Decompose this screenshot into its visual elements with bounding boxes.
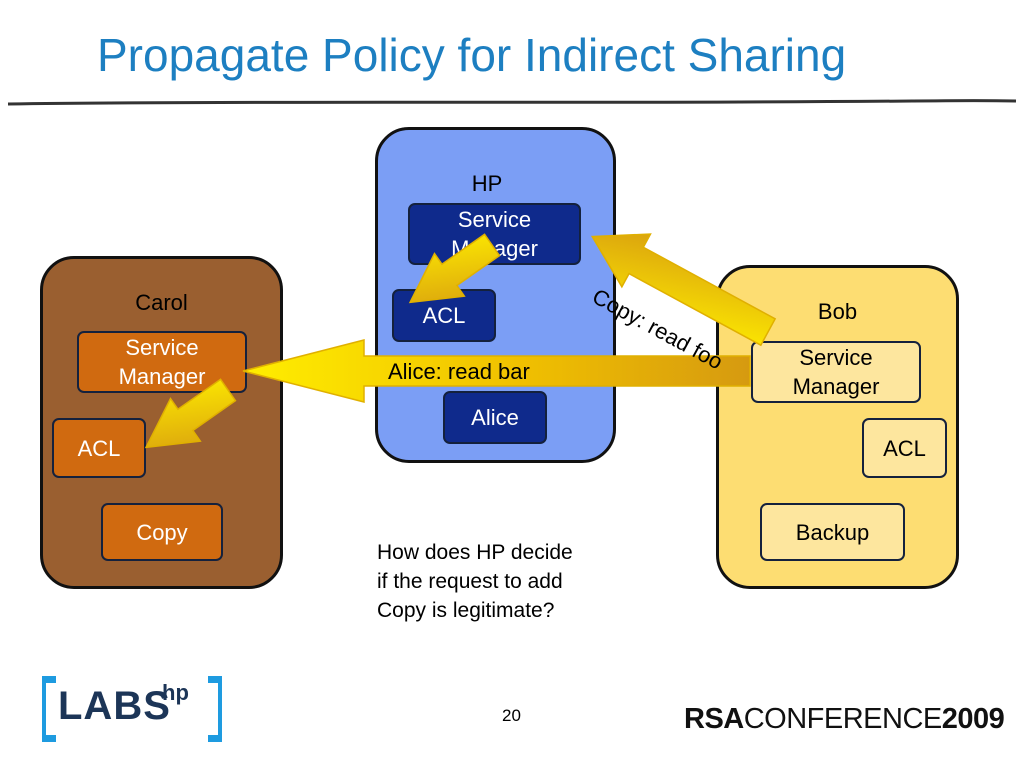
- arrow-hp-sm-to-acl: [408, 233, 501, 304]
- carol-service-manager[interactable]: Service Manager: [77, 331, 247, 393]
- labs-hp-logo: [42, 676, 222, 742]
- carol-service-manager-label: Service Manager: [118, 335, 206, 389]
- rsa-logo-prefix: RSA: [684, 703, 744, 735]
- arrow-label-bob-to-carol: Alice: read bar: [388, 359, 530, 384]
- question-text: How does HP decide if the request to add…: [377, 541, 573, 622]
- labs-logo-text: LABS: [58, 684, 171, 728]
- title-underline: [7, 99, 1017, 106]
- bob-service-manager[interactable]: Service Manager: [751, 341, 921, 403]
- arrow-bob-to-carol: [242, 339, 751, 403]
- bob-backup[interactable]: Backup: [760, 503, 905, 561]
- hp-alice[interactable]: Alice: [443, 391, 547, 444]
- bob-label: Bob: [817, 299, 858, 324]
- carol-copy[interactable]: Copy: [101, 503, 223, 561]
- carol-label: Carol: [135, 290, 188, 315]
- labs-logo-superscript: hp: [162, 680, 189, 705]
- slide-title: Propagate Policy for Indirect Sharing: [97, 29, 847, 81]
- hp-label: HP: [471, 171, 503, 196]
- rsa-conference-logo: RSACONFERENCE2009: [684, 703, 1005, 736]
- page-number: 20: [502, 706, 521, 725]
- bob-acl[interactable]: ACL: [862, 418, 947, 478]
- rsa-logo-background: [652, 682, 1024, 768]
- rsa-logo-year: 2009: [941, 703, 1005, 735]
- hp-acl[interactable]: ACL: [392, 289, 496, 342]
- bob-service-manager-label: Service Manager: [792, 345, 880, 399]
- rsa-logo-middle: CONFERENCE: [743, 703, 943, 735]
- arrow-bob-to-hp: [590, 233, 777, 347]
- carol-acl[interactable]: ACL: [52, 418, 146, 478]
- arrow-carol-sm-to-acl: [144, 378, 237, 449]
